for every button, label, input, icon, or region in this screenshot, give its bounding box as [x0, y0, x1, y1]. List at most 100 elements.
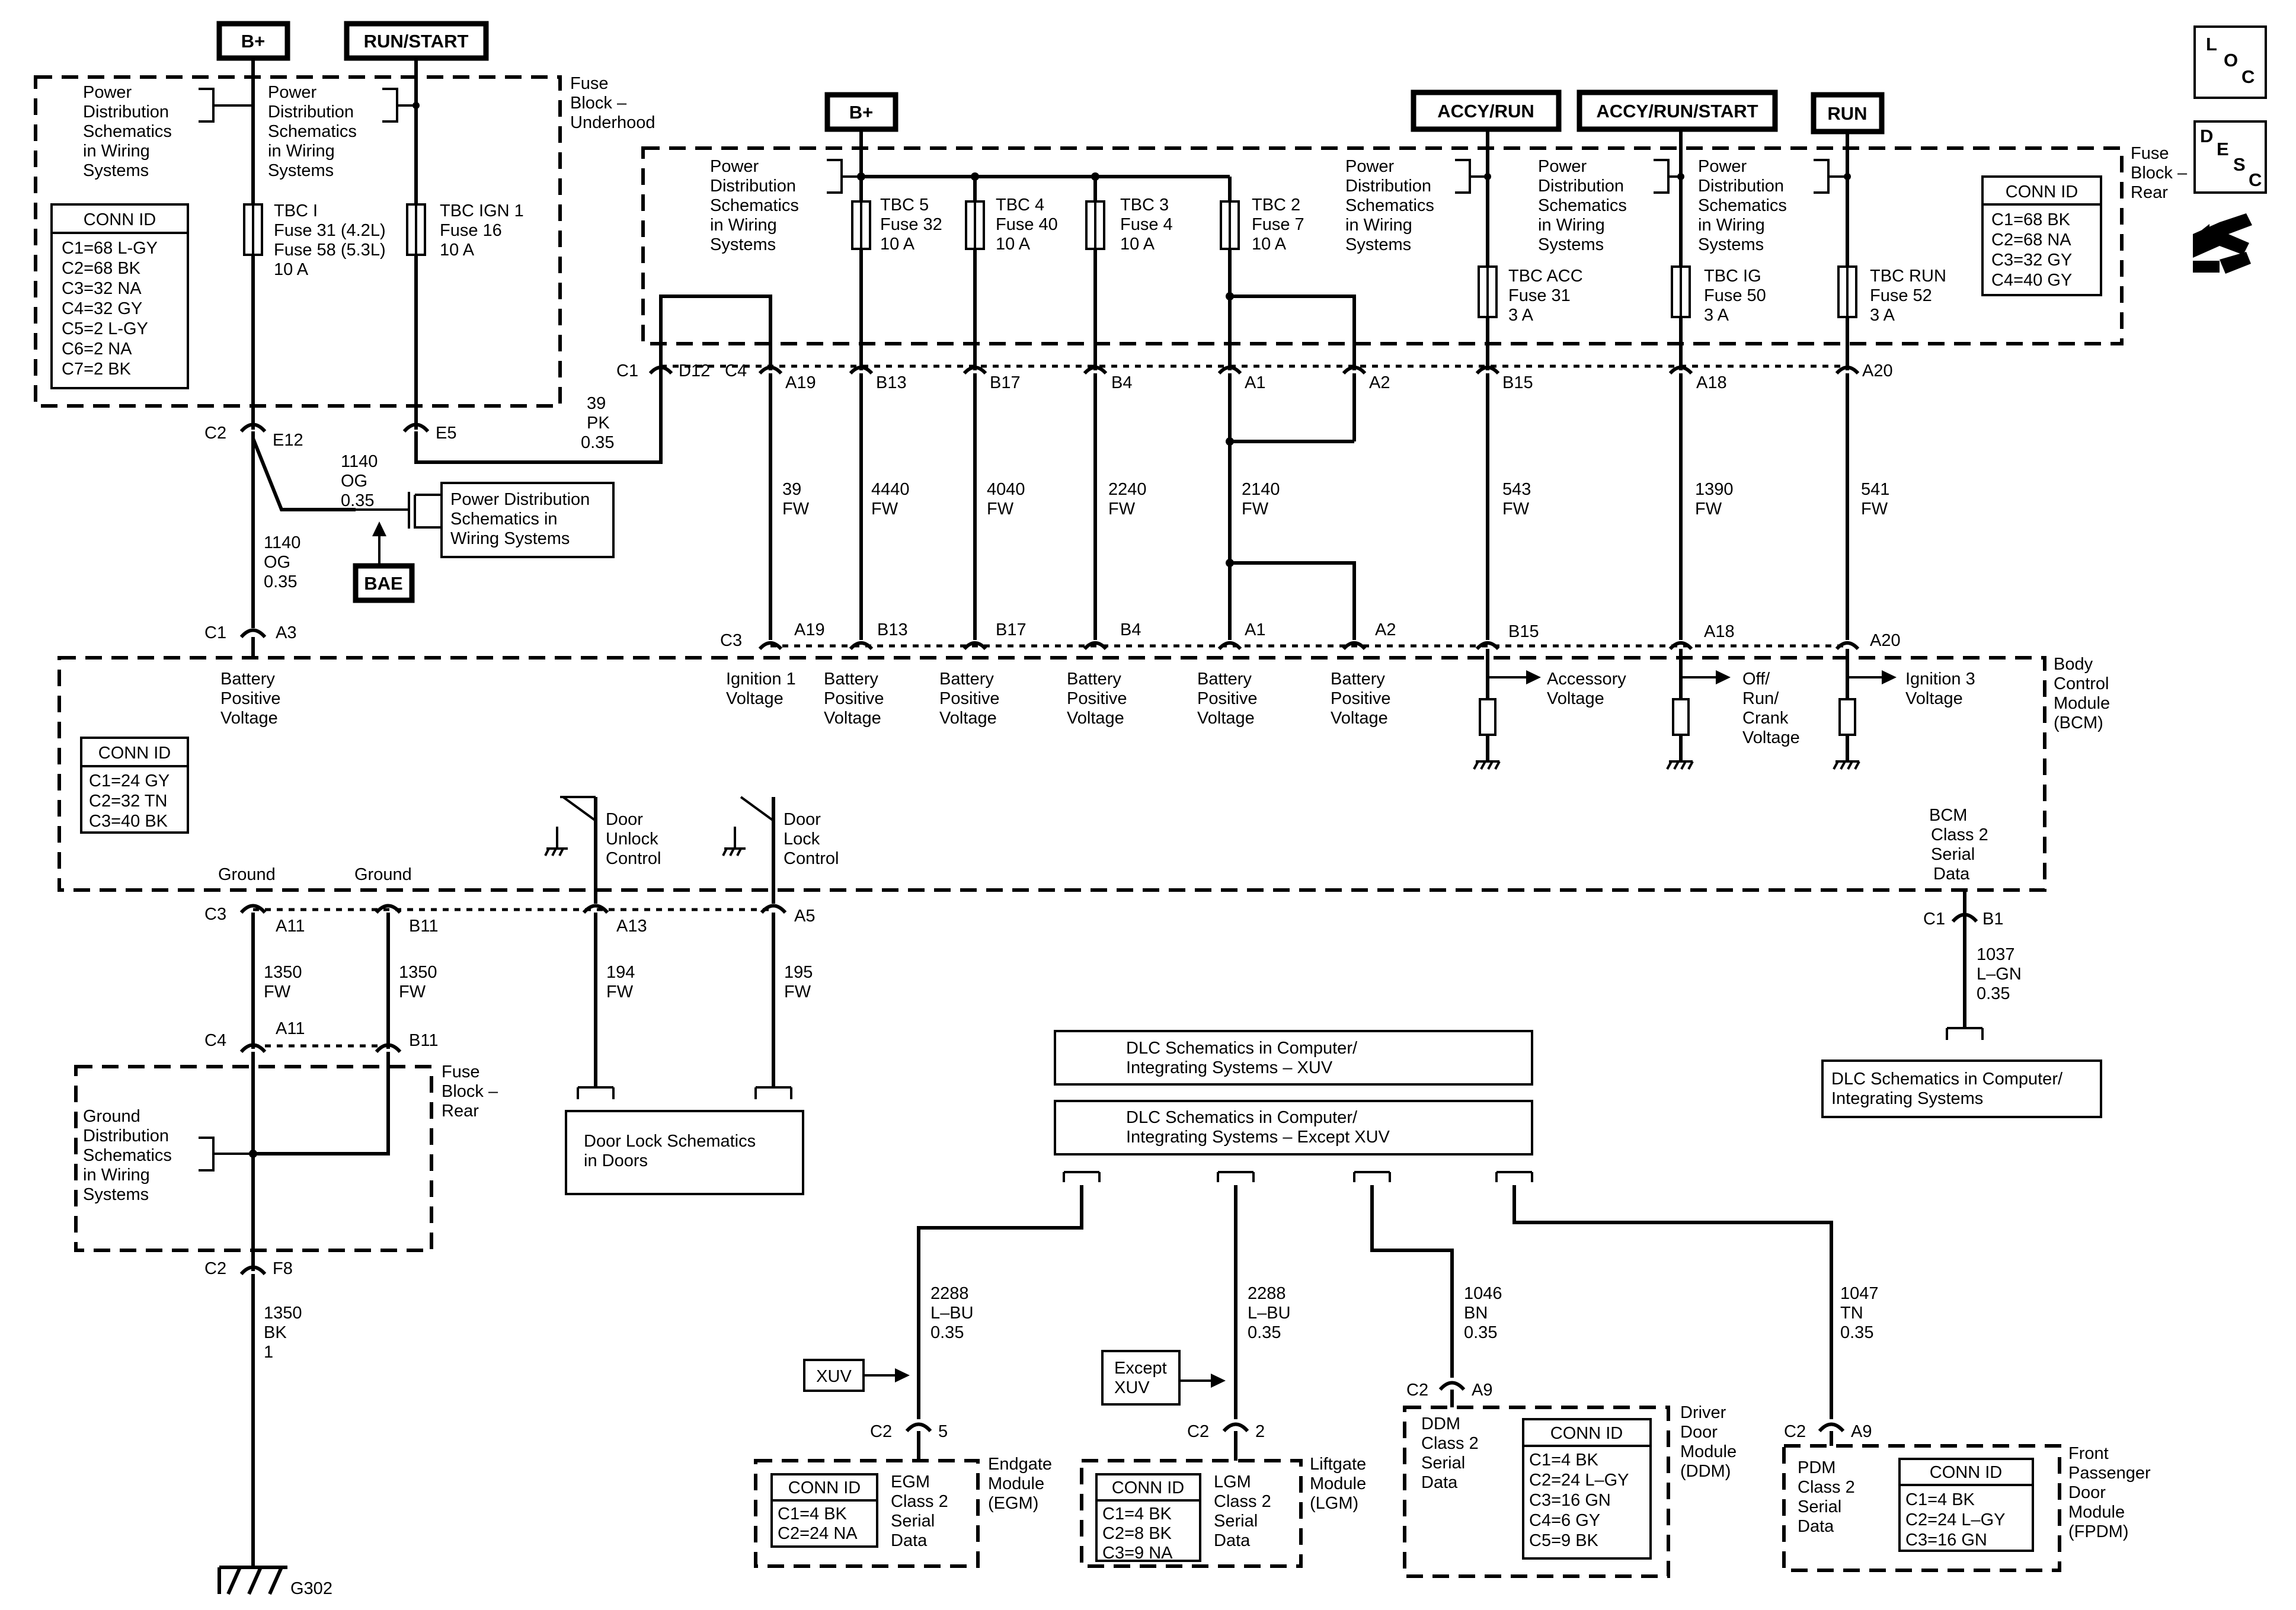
- pin-label: A2: [1375, 620, 1396, 639]
- pds-ref-accy: Power Distribution Schematics in Wiring …: [1345, 157, 1439, 254]
- svg-text:O: O: [2224, 50, 2238, 71]
- pin-label: B13: [877, 620, 908, 639]
- connector-pdm: [1818, 1422, 1845, 1433]
- pin-label: C1: [616, 361, 638, 380]
- pin-label: A5: [794, 907, 815, 926]
- pin-label: A20: [1870, 631, 1901, 650]
- pin-label: B13: [876, 373, 907, 392]
- connector-flow-icon[interactable]: [2193, 213, 2252, 274]
- pin-label: C4: [204, 1031, 226, 1050]
- pds-bracket-accy: [1455, 159, 1488, 194]
- pin-label: B11: [409, 917, 438, 936]
- svg-text:G302: G302: [290, 1579, 332, 1598]
- pds-bracket-mid: [382, 88, 416, 123]
- pin-label: 5: [938, 1422, 948, 1441]
- supply-label: ACCY/RUN: [1437, 101, 1534, 121]
- pin-label: C4: [725, 361, 747, 380]
- svg-text:CONN ID: CONN ID: [1930, 1463, 2002, 1482]
- svg-text:S: S: [2233, 154, 2246, 175]
- mid-wires: [769, 373, 1849, 640]
- pin-label: D12: [679, 361, 710, 380]
- ground-label: Ground: [354, 865, 412, 884]
- svg-text:E: E: [2217, 139, 2229, 159]
- desc-icon[interactable]: D E S C: [2193, 120, 2267, 194]
- pin-label: A13: [616, 917, 647, 936]
- loc-icon[interactable]: L O C: [2193, 25, 2267, 99]
- pds-bracket-run: [1814, 159, 1847, 194]
- connectors-top: [648, 366, 1860, 375]
- fuse-block-rear: [641, 146, 2124, 345]
- pin-label: F8: [273, 1259, 293, 1278]
- svg-text:Power Distribution Schem: Power Distribution Schematics in Wiring …: [450, 490, 594, 548]
- connector-e5: [402, 422, 430, 433]
- pds-ref-accy-run-start: Power Distribution Schematics in Wiring …: [1538, 157, 1632, 254]
- lgm-module: [1080, 1459, 1303, 1568]
- wire-1140-branch: [251, 437, 356, 511]
- pin-label: C1: [1923, 910, 1945, 929]
- pin-label: B15: [1508, 622, 1539, 641]
- svg-text:CONN ID: CONN ID: [98, 744, 171, 763]
- conn-id-rear: CONN ID C1=68 BK C2=68 NA C3=32 GY C4=40…: [1981, 175, 2102, 296]
- pin-label: C2: [204, 424, 226, 443]
- pin-label: B15: [1502, 373, 1533, 392]
- wire-1047-pdm: [1512, 1185, 1833, 1419]
- conn-id-underhood: CONN ID C1=68 L-GY C2=68 BK C3=32 NA C4=…: [50, 203, 189, 389]
- supply-b-plus-rear: B+: [824, 92, 898, 132]
- pds-ref-box: Power Distribution Schematics in Wiring …: [414, 482, 615, 558]
- pin-label: A19: [785, 373, 816, 392]
- supply-accy-run: ACCY/RUN: [1411, 89, 1562, 132]
- wire-d12-a19-loop: [659, 295, 772, 370]
- pin-label: E12: [273, 431, 303, 450]
- pin-label: C3: [204, 905, 226, 924]
- wire-tbc2-a2: [1230, 295, 1356, 370]
- bae-tag: BAE: [353, 563, 415, 603]
- supply-label: B+: [241, 31, 266, 52]
- dlc-terminals: [1063, 1171, 1533, 1182]
- wire-39-pk-label: 39 PK 0.35: [581, 394, 615, 452]
- connector-e12: [239, 422, 267, 433]
- pin-label: B17: [996, 620, 1027, 639]
- svg-text:C: C: [2241, 66, 2255, 87]
- svg-text:CONN ID: CONN ID: [1112, 1478, 1184, 1497]
- bcm-title: Body Control Module (BCM): [2054, 655, 2115, 732]
- dlc-box-except-xuv: DLC Schematics in Computer/Integrating S…: [1054, 1100, 1533, 1156]
- svg-text:C: C: [2249, 169, 2262, 190]
- wire-2288-egm: [917, 1185, 1083, 1419]
- ddm-module: [1403, 1406, 1670, 1578]
- dlc-box-bcm: DLC Schematics in Computer/Integrating S…: [1821, 1027, 2102, 1118]
- pds-ref-rear: Power Distribution Schematics in Wiring …: [710, 157, 804, 254]
- pin-label: C2: [1187, 1422, 1209, 1441]
